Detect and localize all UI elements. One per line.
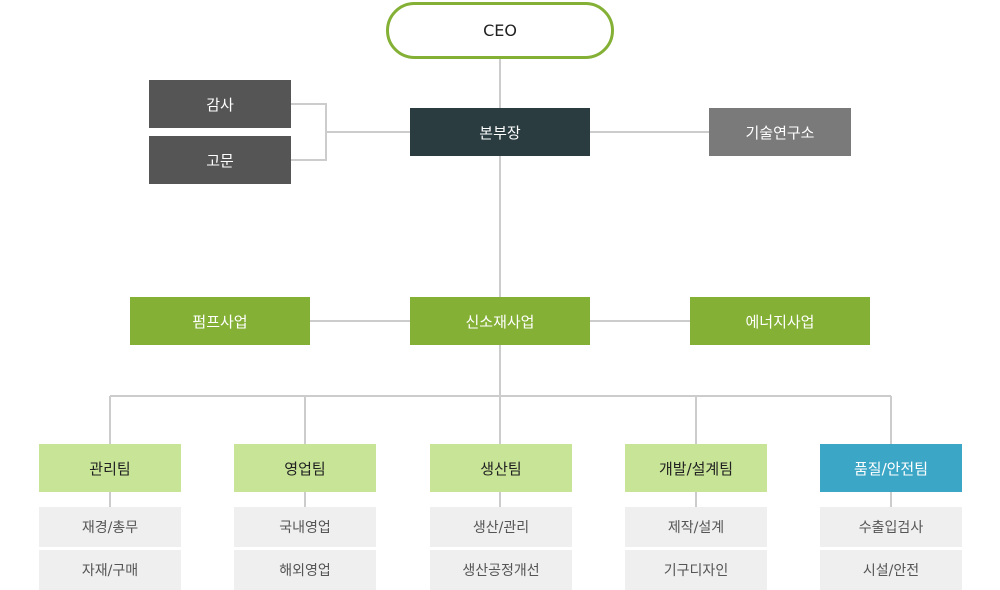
business-energy-node: 에너지사업: [690, 297, 870, 345]
unit-node: 제작/설계: [625, 507, 767, 547]
unit-node: 생산공정개선: [430, 550, 572, 590]
unit-node: 국내영업: [234, 507, 376, 547]
unit-node: 자재/구매: [39, 550, 181, 590]
ceo-node: CEO: [386, 2, 614, 59]
chief-node: 본부장: [410, 108, 590, 156]
audit-node: 감사: [149, 80, 291, 128]
team-sales-node: 영업팀: [234, 444, 376, 492]
team-development-node: 개발/설계팀: [625, 444, 767, 492]
business-new-material-node: 신소재사업: [410, 297, 590, 345]
unit-node: 기구디자인: [625, 550, 767, 590]
connector-line: [291, 103, 327, 161]
team-quality-node: 품질/안전팀: [820, 444, 962, 492]
team-management-node: 관리팀: [39, 444, 181, 492]
team-production-node: 생산팀: [430, 444, 572, 492]
unit-node: 해외영업: [234, 550, 376, 590]
advisor-node: 고문: [149, 136, 291, 184]
lab-node: 기술연구소: [709, 108, 851, 156]
unit-node: 생산/관리: [430, 507, 572, 547]
unit-node: 재경/총무: [39, 507, 181, 547]
unit-node: 수출입검사: [820, 507, 962, 547]
unit-node: 시설/안전: [820, 550, 962, 590]
business-pump-node: 펌프사업: [130, 297, 310, 345]
